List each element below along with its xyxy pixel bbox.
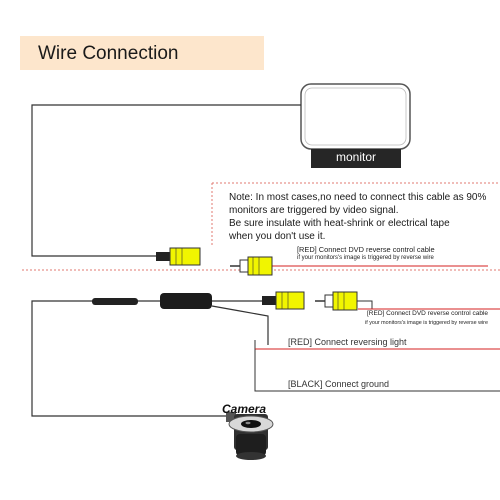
red-dvd-upper-sublabel: if your monitors's image is triggered by… — [297, 255, 434, 261]
monitor-label-box — [311, 149, 401, 168]
red-reversing-label: [RED] Connect reversing light — [288, 337, 407, 347]
yellow-rca-male-lower — [315, 291, 358, 311]
yellow-rca-male-upper — [230, 256, 273, 276]
red-dvd-upper-label: [RED] Connect DVD reverse control cable — [297, 245, 435, 254]
note-line-2: monitors are triggered by video signal. — [229, 205, 399, 216]
power-wire — [211, 305, 269, 345]
monitor-screen — [300, 83, 411, 150]
control-box — [160, 293, 212, 309]
monitor-screen-inner — [304, 87, 407, 146]
black-ground-label: [BLACK] Connect ground — [288, 379, 390, 389]
black-ground-wire — [254, 349, 500, 392]
cable-sleeve — [92, 298, 138, 305]
camera-body — [226, 412, 274, 460]
monitor-cable — [31, 104, 301, 257]
note-line-3: Be sure insulate with heat-shrink or ele… — [229, 218, 450, 229]
note-line-1: Note: In most cases,no need to connect t… — [229, 192, 487, 203]
red-dvd-lower-label: [RED] Connect DVD reverse control cable — [367, 310, 489, 317]
camera-cable — [31, 300, 226, 417]
diagram-title: Wire Connection — [38, 43, 179, 64]
yellow-rca-female-upper — [156, 247, 201, 266]
lower-male-lead — [357, 300, 373, 309]
yellow-rca-female-lower — [262, 291, 305, 310]
title-band — [20, 36, 264, 70]
monitor-label: monitor — [335, 150, 376, 164]
note-line-4: when you don't use it. — [229, 231, 326, 242]
red-dvd-lower-sublabel: if your monitors's image is triggered by… — [365, 320, 488, 326]
camera-label: Camera — [222, 402, 267, 416]
